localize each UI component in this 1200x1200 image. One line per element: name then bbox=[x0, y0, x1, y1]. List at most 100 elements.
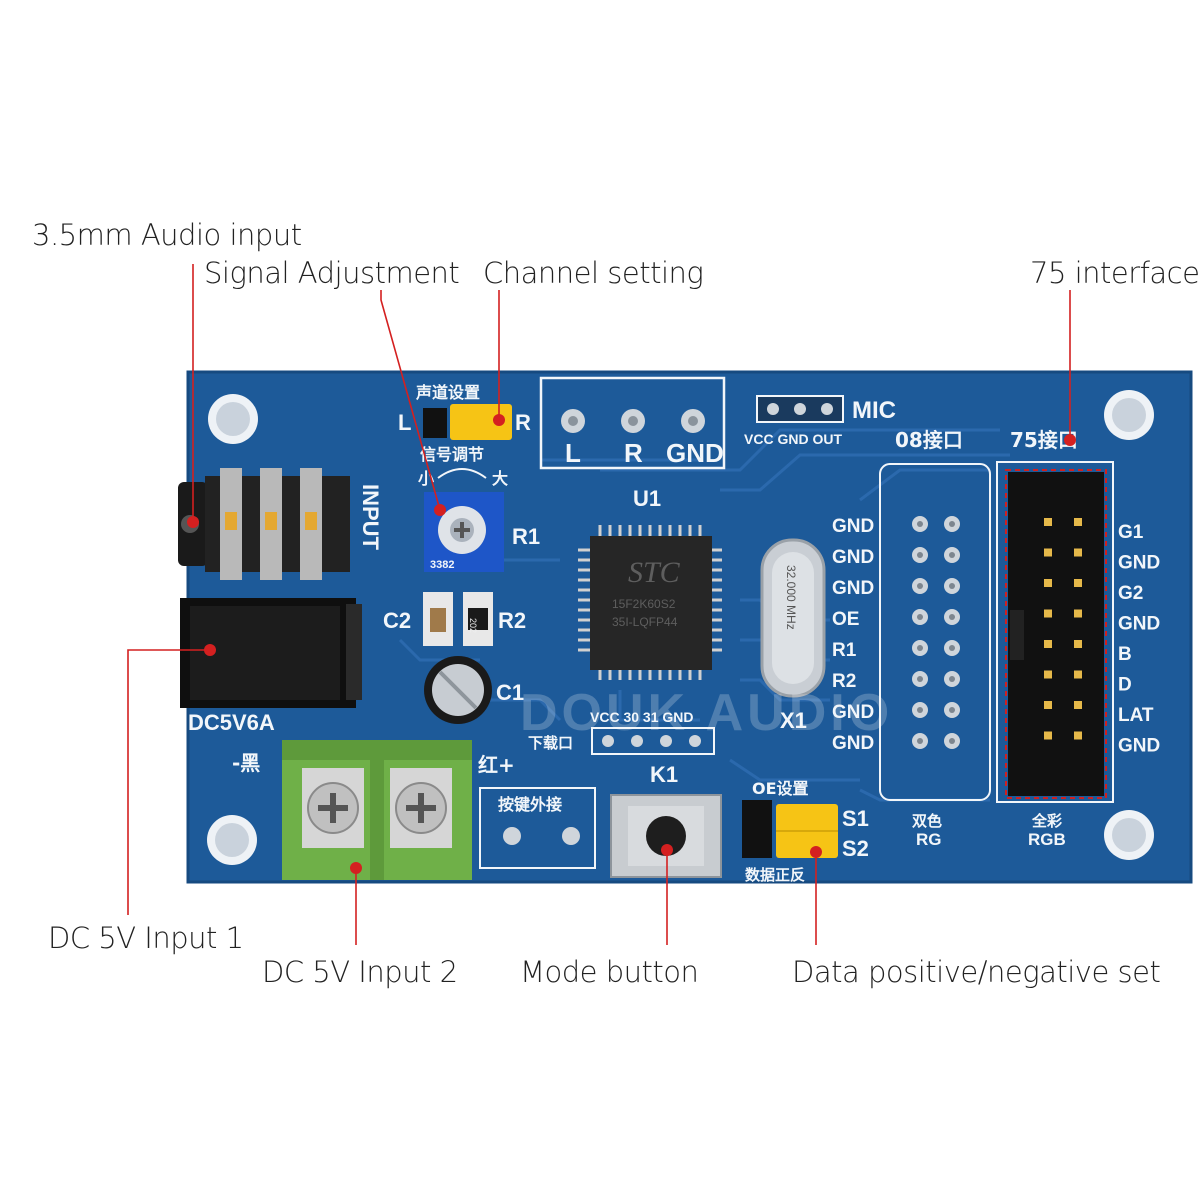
pin-header-icon bbox=[591, 727, 715, 755]
black-neg-label: -黑 bbox=[232, 751, 260, 775]
left-pin-label: GND bbox=[832, 702, 874, 723]
terminal-block-icon bbox=[282, 740, 472, 880]
callout-mode-button: Mode button bbox=[520, 955, 699, 989]
callout-leaders bbox=[127, 264, 1071, 945]
input-label: INPUT bbox=[358, 484, 383, 551]
channel-r-label: R bbox=[515, 410, 531, 435]
data-pol-cn-label: 数据正反 bbox=[745, 866, 805, 884]
crystal-icon: 32.000 MHz bbox=[760, 538, 826, 698]
rgb-label: RGB bbox=[1028, 830, 1066, 849]
right-pin-label: G1 bbox=[1118, 522, 1144, 543]
k1-label: K1 bbox=[650, 762, 678, 787]
audio-output-pads bbox=[539, 376, 726, 470]
header-pin bbox=[1074, 731, 1082, 740]
audio-gnd-label: GND bbox=[666, 438, 724, 468]
header-pin bbox=[1074, 609, 1082, 618]
channel-cn-label: 声道设置 bbox=[415, 383, 480, 402]
jumper-icon bbox=[423, 404, 512, 440]
potentiometer-icon: 3382 bbox=[424, 492, 504, 572]
chip-line2: 35I-LQFP44 bbox=[612, 615, 678, 629]
mcu-chip-icon: STC 15F2K60S2 35I-LQFP44 bbox=[578, 525, 722, 680]
r2-code: 202 bbox=[468, 618, 478, 633]
header-pin bbox=[1074, 579, 1082, 587]
oe-jumper-icon bbox=[742, 800, 838, 858]
callout-channel-setting: Channel setting bbox=[483, 256, 704, 290]
header-pin bbox=[1074, 518, 1082, 526]
left-pin-label: GND bbox=[832, 516, 874, 537]
c2-label: C2 bbox=[383, 608, 411, 633]
left-pin-label: OE bbox=[832, 609, 859, 630]
oe-cn-label: OE设置 bbox=[752, 779, 809, 798]
callout-dc-input-2: DC 5V Input 2 bbox=[262, 955, 458, 989]
header-pin bbox=[1074, 701, 1082, 709]
left-pin-label: R1 bbox=[832, 640, 857, 661]
header-pin bbox=[1074, 548, 1082, 557]
u1-label: U1 bbox=[633, 486, 661, 511]
right-pin-label: B bbox=[1118, 644, 1132, 665]
prog-pins-label: VCC 30 31 GND bbox=[590, 709, 693, 725]
capacitor-c1 bbox=[424, 656, 492, 724]
header-pin bbox=[1044, 518, 1052, 526]
left-pin-label: R2 bbox=[832, 671, 856, 692]
s1-label: S1 bbox=[842, 806, 869, 831]
download-cn-label: 下载口 bbox=[528, 734, 573, 752]
right-pin-label: D bbox=[1118, 675, 1132, 696]
channel-l-label: L bbox=[398, 410, 411, 435]
right-pin-label: G2 bbox=[1118, 583, 1143, 604]
key-ext-pad bbox=[562, 827, 580, 845]
left-pin-label: GND bbox=[832, 733, 874, 754]
dc-label: DC5V6A bbox=[188, 710, 275, 735]
header-pin bbox=[1044, 609, 1052, 618]
header-pin bbox=[1074, 640, 1082, 648]
pcb-traces bbox=[398, 428, 1010, 802]
dual-color-label: 双色 bbox=[912, 812, 942, 830]
right-pin-label: GND bbox=[1118, 553, 1160, 574]
right-pin-label: GND bbox=[1118, 614, 1160, 635]
header-pin bbox=[1044, 731, 1052, 740]
mic-label: MIC bbox=[852, 397, 896, 424]
key-ext-cn-label: 按键外接 bbox=[498, 795, 562, 814]
big-cn-label: 大 bbox=[492, 469, 508, 488]
left-pin-label: GND bbox=[832, 547, 874, 568]
mic-pins-label: VCC GND OUT bbox=[744, 431, 842, 447]
push-button-icon bbox=[610, 794, 722, 878]
right-pin-label: GND bbox=[1118, 736, 1160, 757]
pot-code: 3382 bbox=[430, 559, 454, 571]
callout-dc-input-1: DC 5V Input 1 bbox=[48, 921, 244, 955]
audio-r-label: R bbox=[624, 438, 643, 468]
chip-brand: STC bbox=[628, 556, 681, 589]
left-pin-label: GND bbox=[832, 578, 874, 599]
x1-label: X1 bbox=[780, 708, 807, 733]
callout-signal-adjustment: Signal Adjustment bbox=[204, 256, 460, 290]
header-pin bbox=[1044, 670, 1052, 679]
callout-75-interface: 75 interface bbox=[1030, 256, 1200, 290]
mounting-hole-icon bbox=[207, 390, 1154, 865]
full-color-label: 全彩 bbox=[1031, 812, 1062, 830]
c1-label: C1 bbox=[496, 680, 524, 705]
audio-jack-icon bbox=[178, 468, 350, 580]
header-pin bbox=[1044, 579, 1052, 587]
mic-header bbox=[756, 395, 844, 423]
rg-label: RG bbox=[916, 830, 942, 849]
r1-label: R1 bbox=[512, 524, 540, 549]
r2-label: R2 bbox=[498, 608, 526, 633]
header-pin bbox=[1044, 548, 1052, 557]
port-75-header bbox=[996, 461, 1114, 803]
port-08-header bbox=[879, 463, 991, 801]
s2-label: S2 bbox=[842, 836, 869, 861]
watermark: DOUK AUDIO bbox=[520, 684, 893, 742]
header-pin bbox=[1044, 701, 1052, 709]
header-pin bbox=[1074, 670, 1082, 679]
audio-l-label: L bbox=[565, 438, 581, 468]
port08-label: 08接口 bbox=[895, 428, 963, 452]
callout-data-set: Data positive/negative set bbox=[792, 955, 1161, 989]
header-pin bbox=[1044, 640, 1052, 648]
key-ext-pad bbox=[503, 827, 521, 845]
callout-dots bbox=[187, 414, 1076, 874]
chip-line1: 15F2K60S2 bbox=[612, 597, 676, 611]
red-pos-label: 红+ bbox=[478, 753, 515, 777]
signal-cn-label: 信号调节 bbox=[420, 445, 484, 464]
